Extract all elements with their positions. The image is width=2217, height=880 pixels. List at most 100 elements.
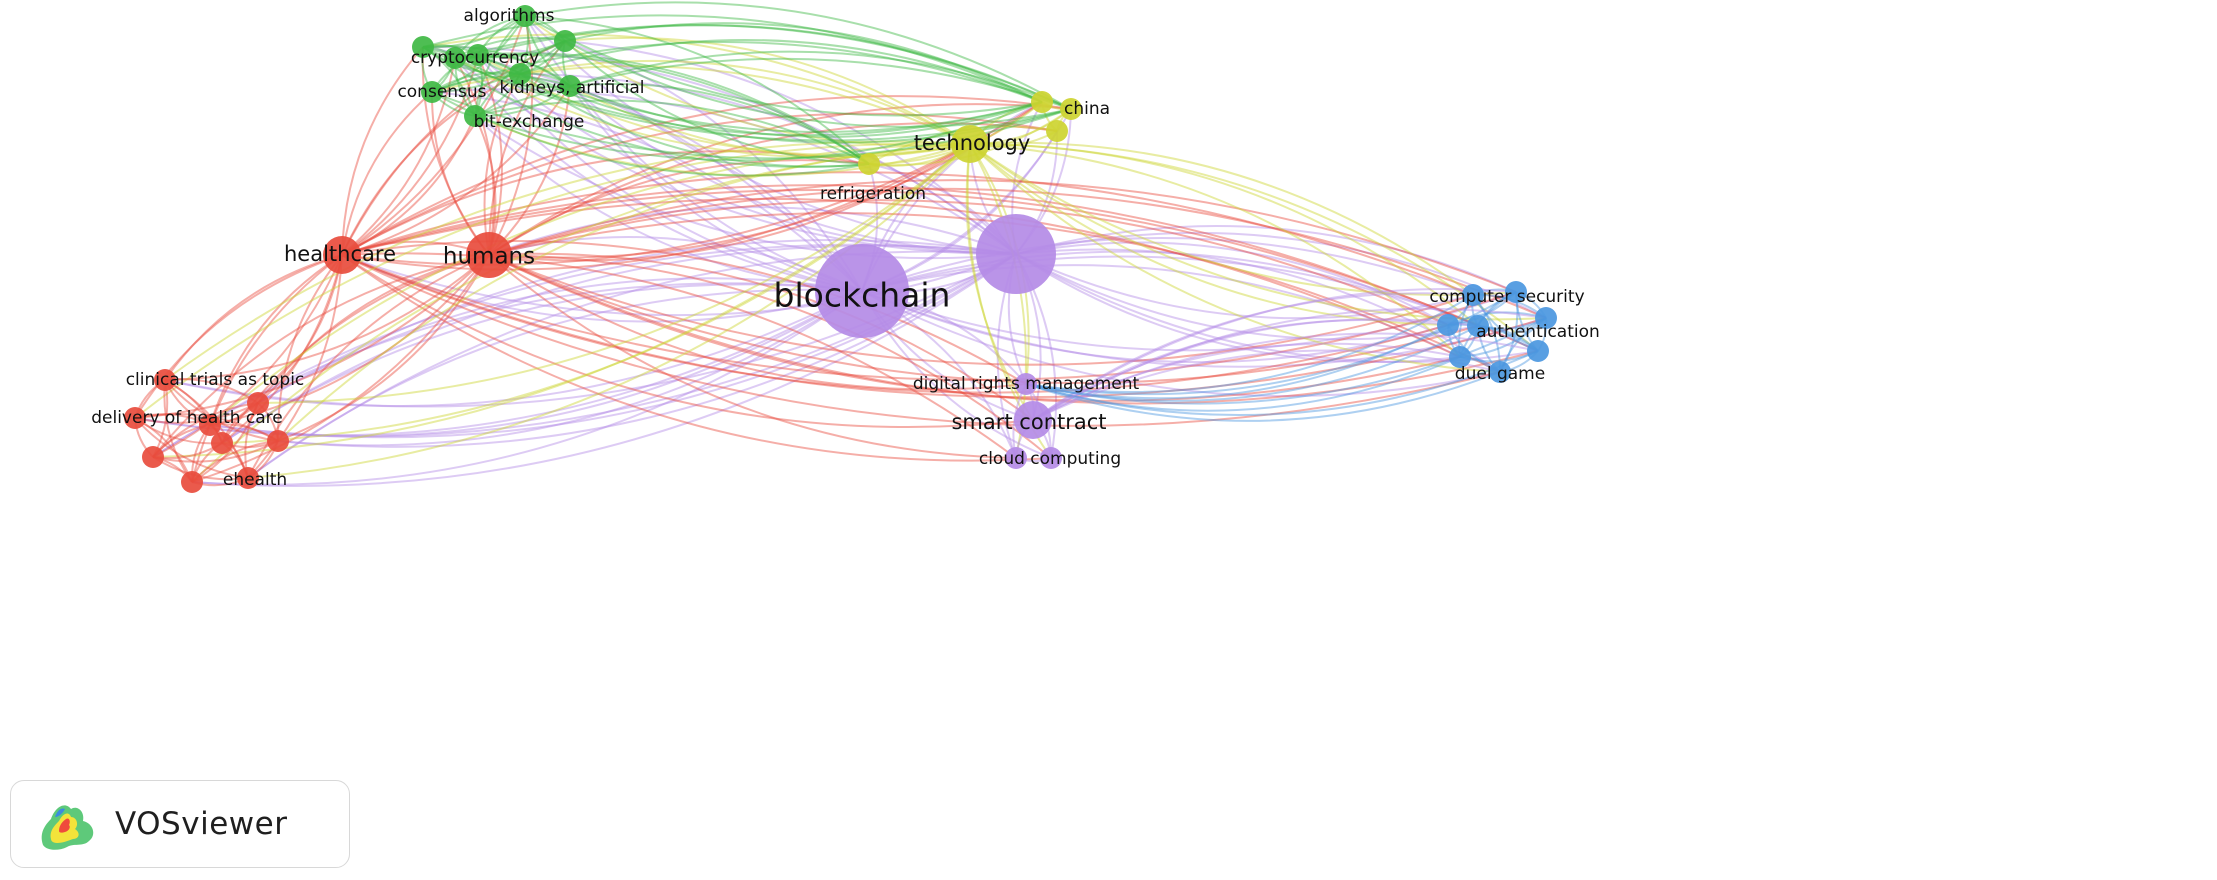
network-edge (1025, 371, 1501, 422)
network-edge (564, 40, 870, 165)
network-edge (519, 38, 1043, 103)
network-edge (341, 101, 1043, 266)
node-consensus[interactable] (421, 81, 443, 103)
network-edge (474, 99, 870, 165)
network-edge (1032, 342, 1461, 421)
network-edge (431, 65, 971, 145)
network-edge (341, 254, 1449, 394)
network-edge (488, 252, 1034, 421)
label-technology: technology (914, 131, 1031, 155)
node-p-hub[interactable] (976, 214, 1056, 294)
node-b-c[interactable] (1449, 346, 1471, 368)
network-edge (861, 290, 1547, 368)
vosviewer-logo-icon (41, 805, 94, 850)
node-authentication[interactable] (1467, 315, 1489, 337)
node-r-b[interactable] (211, 432, 233, 454)
network-edge (134, 417, 249, 479)
label-bit-exchange: bit-exchange (474, 112, 585, 132)
network-edge (431, 91, 863, 292)
network-edge (257, 254, 343, 404)
network-edge (276, 254, 343, 442)
node-b-e[interactable] (1437, 314, 1459, 336)
network-edge (488, 122, 1058, 256)
node-r-a[interactable] (247, 392, 269, 414)
node-y-b[interactable] (1046, 120, 1068, 142)
network-edge (422, 15, 526, 49)
node-digital-rights[interactable] (1015, 373, 1037, 395)
node-g-c[interactable] (554, 30, 576, 52)
network-edge (488, 159, 870, 256)
network-edge (341, 46, 424, 256)
network-edge (969, 143, 1501, 373)
node-p-a[interactable] (1040, 447, 1062, 469)
node-r-d[interactable] (142, 446, 164, 468)
network-edge (341, 112, 1058, 256)
network-edge (257, 277, 863, 404)
network-edge (431, 91, 870, 177)
network-edge (422, 33, 971, 145)
label-delivery: delivery of health care (91, 408, 283, 428)
node-humans[interactable] (466, 232, 512, 278)
network-edge (569, 85, 1017, 255)
network-edge (247, 250, 1017, 479)
network-edge (1015, 253, 1461, 364)
network-edge (431, 88, 1017, 255)
node-r-e[interactable] (181, 471, 203, 493)
node-ehealth[interactable] (237, 467, 259, 489)
network-edge (341, 254, 1034, 429)
node-blockchain[interactable] (815, 244, 909, 338)
network-edge (488, 206, 1017, 256)
node-technology[interactable] (951, 125, 989, 163)
network-edge (1015, 224, 1517, 293)
network-edge (422, 46, 863, 292)
node-healthcare[interactable] (323, 236, 361, 274)
network-edge (524, 15, 863, 292)
node-b-d[interactable] (1527, 340, 1549, 362)
node-b-a[interactable] (1505, 281, 1527, 303)
network-edge (454, 57, 495, 256)
node-kidneys-artificial[interactable] (559, 75, 581, 97)
label-cryptocurrency: cryptocurrency (411, 48, 539, 68)
node-refrigeration[interactable] (858, 153, 880, 175)
node-cloud-computing[interactable] (1005, 447, 1027, 469)
node-cryptocurrency[interactable] (444, 47, 466, 69)
node-clinical-trials[interactable] (154, 369, 176, 391)
label-kidneys-artificial: kidneys, artificial (499, 78, 644, 98)
node-china[interactable] (1060, 98, 1082, 120)
network-edge (861, 290, 1517, 352)
network-edge (488, 179, 1517, 293)
node-b-b[interactable] (1535, 307, 1557, 329)
network-edge (569, 85, 863, 292)
network-edge (477, 54, 863, 292)
network-edge (488, 199, 1449, 326)
network-edge (1025, 317, 1547, 405)
network-edge (474, 115, 971, 177)
network-edge (341, 254, 1501, 427)
network-edge (341, 15, 526, 256)
network-edge (569, 83, 870, 165)
node-algorithms[interactable] (514, 5, 536, 27)
node-smart-contract[interactable] (1014, 401, 1052, 439)
node-y-a[interactable] (1031, 91, 1053, 113)
network-edge (488, 85, 571, 256)
node-bit-exchange[interactable] (464, 105, 486, 127)
network-edge (524, 15, 971, 147)
network-edge (474, 15, 526, 117)
network-edge (341, 171, 1474, 296)
node-r-f[interactable] (199, 414, 221, 436)
network-edge (488, 236, 863, 292)
node-g-a[interactable] (412, 36, 434, 58)
node-delivery[interactable] (124, 407, 146, 429)
node-g-d[interactable] (509, 63, 531, 85)
network-edge (519, 59, 971, 145)
network-edge (191, 254, 343, 483)
network-edge (477, 52, 870, 165)
node-g-b[interactable] (467, 44, 489, 66)
network-edge (422, 45, 571, 87)
node-duel-game[interactable] (1489, 361, 1511, 383)
network-edge (1015, 253, 1479, 341)
node-computer-security[interactable] (1462, 284, 1484, 306)
node-r-c[interactable] (267, 430, 289, 452)
